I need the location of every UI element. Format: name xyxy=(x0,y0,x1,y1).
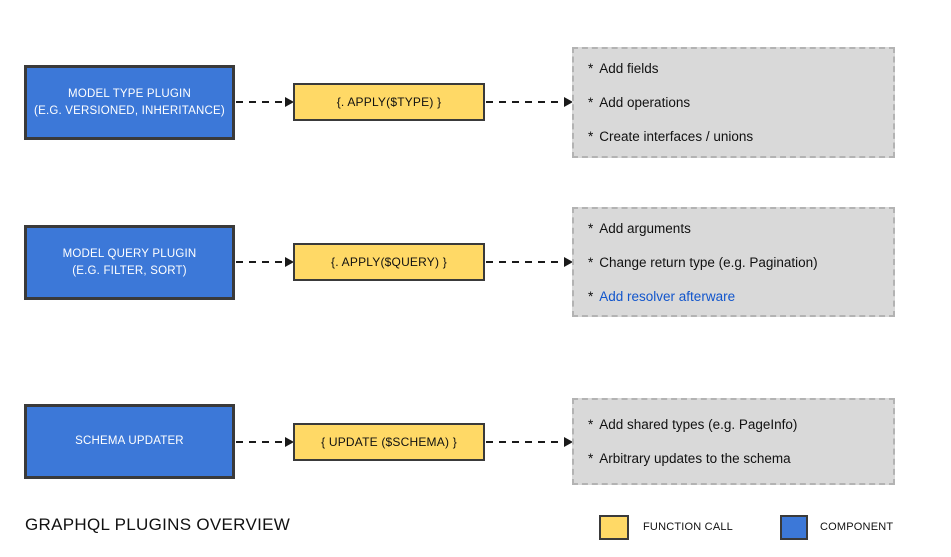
asterisk-bullet: * xyxy=(588,129,594,144)
note-item: * Add operations xyxy=(588,95,893,110)
arrow-function-to-notes-2 xyxy=(486,257,573,267)
function-call-apply-type: {. APPLY($TYPE) } xyxy=(293,83,485,121)
asterisk-bullet: * xyxy=(588,254,594,270)
note-text: Add operations xyxy=(599,95,691,110)
note-link-add-resolver-afterware[interactable]: * Add resolver afterware xyxy=(588,289,893,304)
component-label-line2: (E.G. FILTER, SORT) xyxy=(72,264,187,277)
arrow-function-to-notes-3 xyxy=(486,437,573,447)
page-title: GRAPHQL PLUGINS OVERVIEW xyxy=(25,515,291,534)
component-model-type-plugin: MODEL TYPE PLUGIN (E.G. VERSIONED, INHER… xyxy=(24,65,235,140)
note-item: * Change return type (e.g. Pagination) xyxy=(588,255,893,270)
component-label-line1: MODEL TYPE PLUGIN xyxy=(68,87,191,100)
arrow-component-to-function-1 xyxy=(236,97,294,107)
notes-box-model-query: * Add arguments * Change return type (e.g.… xyxy=(572,207,895,317)
component-schema-updater: SCHEMA UPDATER xyxy=(24,404,235,479)
note-text: Add fields xyxy=(599,61,659,76)
asterisk-bullet: * xyxy=(588,95,594,110)
note-item: * Add fields xyxy=(588,61,893,76)
arrow-function-to-notes-1 xyxy=(486,97,573,107)
note-text: Create interfaces / unions xyxy=(599,129,754,144)
component-label-line2: (E.G. VERSIONED, INHERITANCE) xyxy=(34,104,225,117)
legend-component-label: COMPONENT xyxy=(820,521,894,533)
legend-function-call-swatch xyxy=(599,515,629,540)
function-call-label: {. APPLY($TYPE) } xyxy=(336,95,442,109)
asterisk-bullet: * xyxy=(588,220,594,236)
arrow-component-to-function-3 xyxy=(236,437,294,447)
function-call-apply-query: {. APPLY($QUERY) } xyxy=(293,243,485,281)
note-text: Arbitrary updates to the schema xyxy=(599,451,791,466)
asterisk-bullet: * xyxy=(588,288,594,304)
note-item: * Create interfaces / unions xyxy=(588,129,893,144)
legend-component-swatch xyxy=(780,515,808,540)
asterisk-bullet: * xyxy=(588,417,594,432)
asterisk-bullet: * xyxy=(588,61,594,76)
function-call-update-schema: { UPDATE ($SCHEMA) } xyxy=(293,423,485,461)
function-call-label: {. APPLY($QUERY) } xyxy=(331,255,447,269)
notes-box-model-type: * Add fields * Add operations * Create inte… xyxy=(572,47,895,158)
note-item: * Add shared types (e.g. PageInfo) xyxy=(588,417,893,432)
arrow-component-to-function-2 xyxy=(236,257,294,267)
note-item: * Arbitrary updates to the schema xyxy=(588,451,893,466)
note-link-text[interactable]: Add resolver afterware xyxy=(599,288,736,304)
component-model-query-plugin: MODEL QUERY PLUGIN (E.G. FILTER, SORT) xyxy=(24,225,235,300)
component-label-line1: MODEL QUERY PLUGIN xyxy=(62,247,197,260)
note-text: Add arguments xyxy=(599,220,691,236)
note-item: * Add arguments xyxy=(588,221,893,236)
asterisk-bullet: * xyxy=(588,451,594,466)
notes-box-schema-updater: * Add shared types (e.g. PageInfo) * Arbit… xyxy=(572,398,895,485)
legend-function-call-label: FUNCTION CALL xyxy=(643,521,733,533)
component-label-line1: SCHEMA UPDATER xyxy=(75,435,184,448)
note-text: Change return type (e.g. Pagination) xyxy=(599,254,818,270)
function-call-label: { UPDATE ($SCHEMA) } xyxy=(321,435,457,449)
note-text: Add shared types (e.g. PageInfo) xyxy=(599,417,798,432)
